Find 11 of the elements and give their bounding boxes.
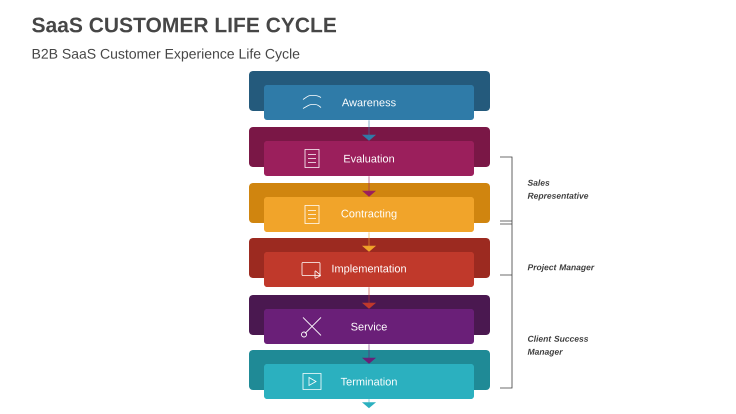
stage-box: Awareness bbox=[249, 71, 490, 120]
title: SaaS CUSTOMER LIFE CYCLE bbox=[32, 18, 336, 32]
role-label: Sales Representative bbox=[528, 180, 588, 200]
role-label: Client Success Manager bbox=[528, 336, 588, 356]
subtitle: B2B SaaS Customer Experience Life Cycle bbox=[32, 48, 300, 62]
stage-box: Service bbox=[249, 295, 490, 344]
role-label: Project Manager bbox=[528, 264, 595, 272]
stage-box: Implementation bbox=[249, 238, 490, 287]
stage-box: Contracting bbox=[249, 183, 490, 232]
stage-box: Termination bbox=[249, 350, 490, 399]
stage-box: Evaluation bbox=[249, 127, 490, 176]
